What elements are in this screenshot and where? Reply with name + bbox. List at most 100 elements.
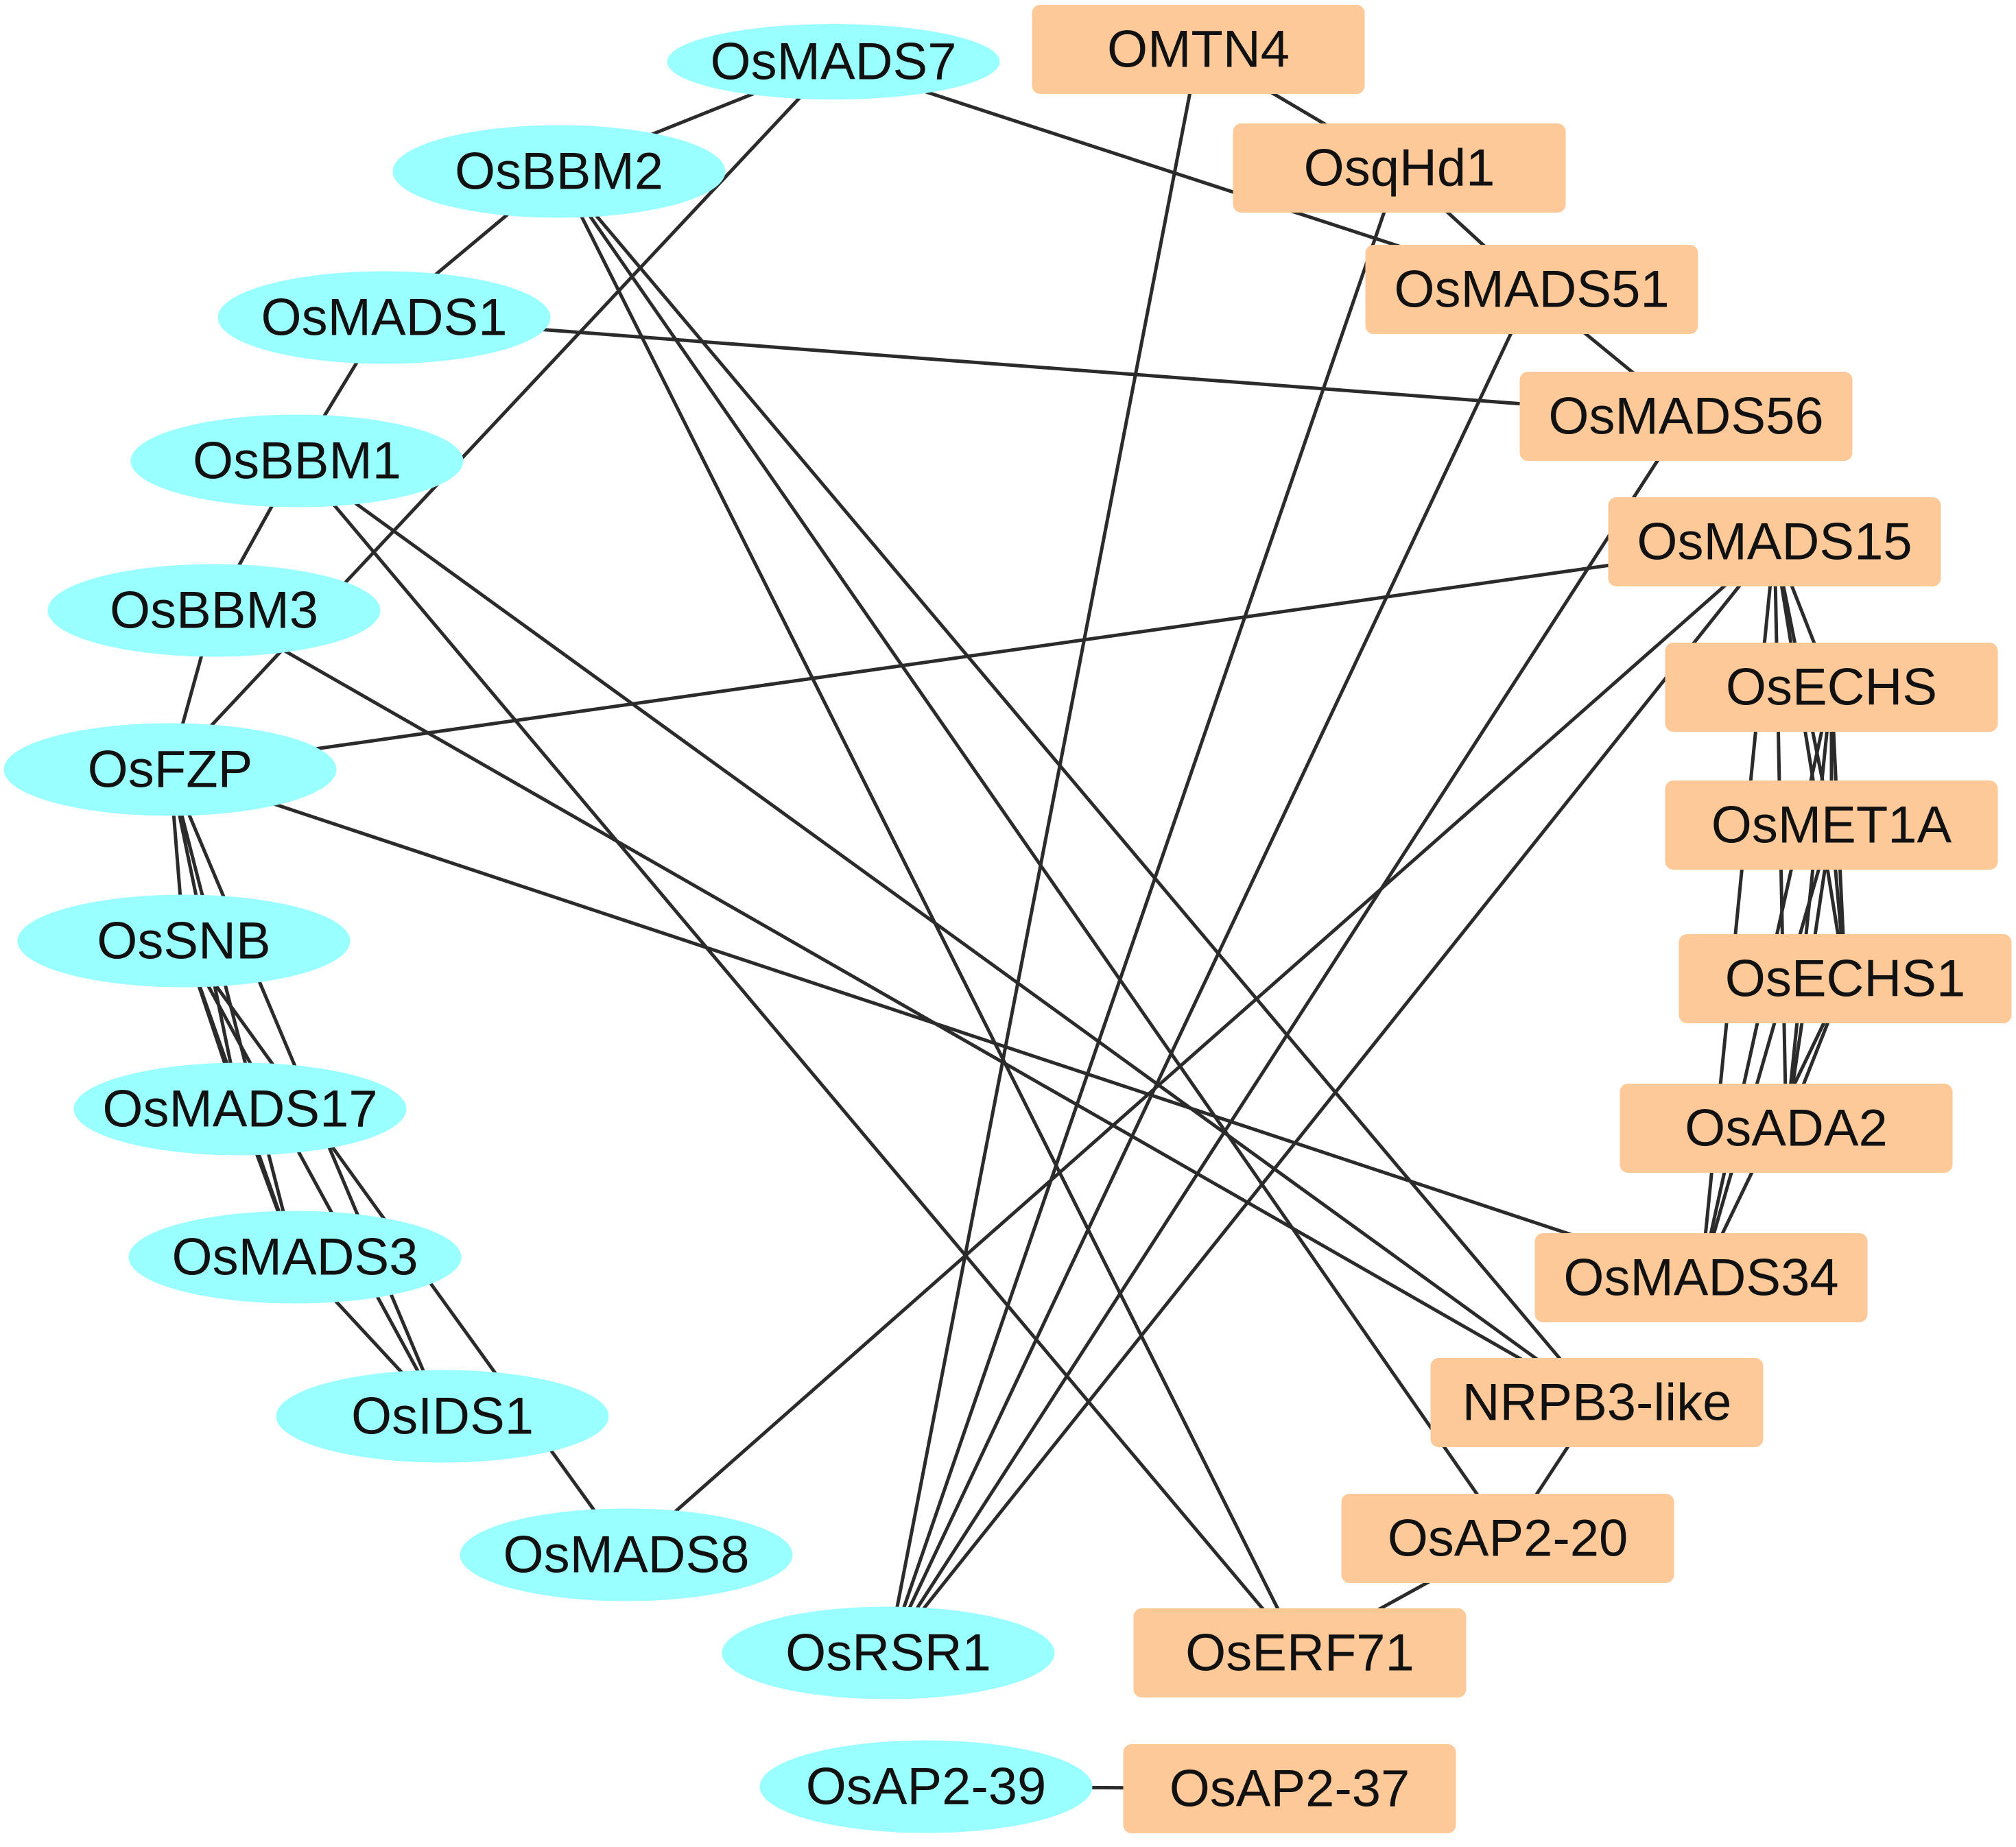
node-osmads34: OsMADS34 bbox=[1534, 1233, 1868, 1322]
node-osap2-39-label: OsAP2-39 bbox=[806, 1758, 1047, 1816]
node-osmads15-box bbox=[1608, 497, 1941, 586]
node-osqhd1-label: OsqHd1 bbox=[1304, 139, 1495, 198]
node-osqhd1-box bbox=[1233, 123, 1566, 213]
node-osmads51-box bbox=[1365, 245, 1698, 334]
edge-osrsr1-to-osmads56 bbox=[886, 415, 1688, 1654]
edge-osfzp-to-osmads15 bbox=[169, 540, 1775, 772]
node-osbbm2: OsBBM2 bbox=[392, 125, 726, 218]
edge-osbbm2-to-oserf71 bbox=[557, 170, 1302, 1654]
node-osmads1: OsMADS1 bbox=[217, 271, 551, 364]
node-osmads8: OsMADS8 bbox=[460, 1508, 793, 1601]
node-osmads1-ellipse bbox=[217, 271, 551, 364]
node-osbbm3-label: OsBBM3 bbox=[110, 582, 318, 640]
node-osmads17: OsMADS17 bbox=[73, 1062, 407, 1156]
edge-osmet1a-to-osmads34 bbox=[1699, 824, 1834, 1278]
node-osmads17-label: OsMADS17 bbox=[102, 1080, 377, 1139]
node-oserf71-label: OsERF71 bbox=[1185, 1624, 1414, 1682]
edge-osrsr1-to-osqhd1 bbox=[886, 167, 1401, 1654]
edge-osfzp-to-osmads34 bbox=[169, 767, 1702, 1280]
node-osrsr1-label: OsRSR1 bbox=[785, 1624, 991, 1682]
node-osbbm2-ellipse bbox=[392, 125, 726, 218]
node-osap2-20: OsAP2-20 bbox=[1341, 1494, 1674, 1583]
node-omtn4: OMTN4 bbox=[1032, 5, 1365, 94]
node-osids1-label: OsIDS1 bbox=[351, 1387, 534, 1446]
node-osmads3: OsMADS3 bbox=[128, 1211, 462, 1304]
edge-osbbm1-to-nrpb3-like bbox=[296, 459, 1598, 1405]
edge-osfzp-to-osmads3 bbox=[168, 769, 297, 1258]
node-osmads7-label: OsMADS7 bbox=[711, 33, 957, 91]
node-osmads51-label: OsMADS51 bbox=[1394, 261, 1669, 319]
edge-osbbm3-to-nrpb3-like bbox=[213, 608, 1598, 1405]
edge-osbbm2-to-nrpb3-like bbox=[558, 170, 1598, 1404]
node-osmet1a: OsMET1A bbox=[1665, 780, 1998, 870]
node-nrpb3-like-label: NRPB3-like bbox=[1462, 1374, 1732, 1432]
node-osap2-39-ellipse bbox=[759, 1740, 1093, 1833]
node-osap2-37-label: OsAP2-37 bbox=[1170, 1760, 1410, 1818]
node-osrsr1-ellipse bbox=[722, 1606, 1055, 1700]
node-osechs-label: OsECHS bbox=[1726, 658, 1937, 717]
node-osrsr1: OsRSR1 bbox=[722, 1606, 1055, 1700]
node-osqhd1: OsqHd1 bbox=[1233, 123, 1566, 213]
node-osmads17-ellipse bbox=[73, 1062, 407, 1156]
node-osmads56: OsMADS56 bbox=[1519, 372, 1853, 461]
node-osmads8-ellipse bbox=[460, 1508, 793, 1601]
node-osids1: OsIDS1 bbox=[276, 1370, 609, 1463]
node-osechs: OsECHS bbox=[1665, 643, 1998, 732]
node-osap2-37-box bbox=[1123, 1744, 1456, 1833]
node-osmads7: OsMADS7 bbox=[667, 24, 1000, 99]
node-omtn4-box bbox=[1032, 5, 1365, 94]
node-osbbm3-ellipse bbox=[47, 564, 381, 657]
node-osmads56-box bbox=[1519, 372, 1853, 461]
node-osmet1a-box bbox=[1665, 780, 1998, 870]
node-osmads34-box bbox=[1534, 1233, 1868, 1322]
edge-osmads15-to-osechs1 bbox=[1772, 541, 1847, 979]
node-oserf71: OsERF71 bbox=[1133, 1608, 1467, 1697]
node-ossnb-ellipse bbox=[17, 894, 351, 988]
node-nrpb3-like-box bbox=[1430, 1358, 1764, 1447]
node-osmads15: OsMADS15 bbox=[1608, 497, 1941, 586]
node-osechs1: OsECHS1 bbox=[1679, 934, 2012, 1023]
node-osmads8-label: OsMADS8 bbox=[503, 1526, 750, 1584]
node-osmads56-label: OsMADS56 bbox=[1548, 388, 1823, 446]
node-osada2-label: OsADA2 bbox=[1685, 1099, 1888, 1158]
node-osechs-box bbox=[1665, 643, 1998, 732]
node-oserf71-box bbox=[1133, 1608, 1467, 1697]
node-osmads3-ellipse bbox=[128, 1211, 462, 1304]
node-osmads1-label: OsMADS1 bbox=[261, 289, 508, 347]
node-osmads51: OsMADS51 bbox=[1365, 245, 1698, 334]
node-osbbm1: OsBBM1 bbox=[130, 414, 464, 508]
node-ossnb: OsSNB bbox=[17, 894, 351, 988]
node-osbbm1-ellipse bbox=[130, 414, 464, 508]
node-nrpb3-like: NRPB3-like bbox=[1430, 1358, 1764, 1447]
node-osechs1-label: OsECHS1 bbox=[1725, 950, 1966, 1008]
node-osap2-20-box bbox=[1341, 1494, 1674, 1583]
node-osmads34-label: OsMADS34 bbox=[1563, 1249, 1838, 1307]
node-osbbm3: OsBBM3 bbox=[47, 564, 381, 657]
node-osechs1-box bbox=[1679, 934, 2012, 1023]
node-osfzp-label: OsFZP bbox=[88, 741, 253, 799]
edge-osmads1-to-osmads56 bbox=[383, 315, 1687, 418]
edge-osrsr1-to-omtn4 bbox=[886, 49, 1200, 1654]
node-osbbm2-label: OsBBM2 bbox=[455, 143, 663, 201]
edges-layer bbox=[168, 47, 1847, 1791]
edge-osmads8-to-osmads15 bbox=[625, 540, 1776, 1556]
node-osada2: OsADA2 bbox=[1620, 1084, 1953, 1173]
node-osap2-37: OsAP2-37 bbox=[1123, 1744, 1456, 1833]
node-osfzp-ellipse bbox=[3, 723, 337, 816]
edge-osbbm2-to-osap2-20 bbox=[557, 170, 1510, 1540]
node-osmet1a-label: OsMET1A bbox=[1711, 796, 1952, 855]
node-osmads7-ellipse bbox=[667, 24, 1000, 99]
node-osap2-20-label: OsAP2-20 bbox=[1388, 1510, 1628, 1568]
node-osids1-ellipse bbox=[276, 1370, 609, 1463]
node-osbbm1-label: OsBBM1 bbox=[193, 432, 401, 490]
edge-osrsr1-to-osmads51 bbox=[886, 288, 1534, 1654]
node-osmads15-label: OsMADS15 bbox=[1637, 513, 1912, 571]
node-osfzp: OsFZP bbox=[3, 723, 337, 816]
node-osap2-39: OsAP2-39 bbox=[759, 1740, 1093, 1833]
edge-osbbm1-to-oserf71 bbox=[296, 460, 1301, 1654]
node-osada2-box bbox=[1620, 1084, 1953, 1173]
edge-osrsr1-to-osmads15 bbox=[887, 540, 1776, 1654]
node-osmads3-label: OsMADS3 bbox=[172, 1228, 418, 1287]
